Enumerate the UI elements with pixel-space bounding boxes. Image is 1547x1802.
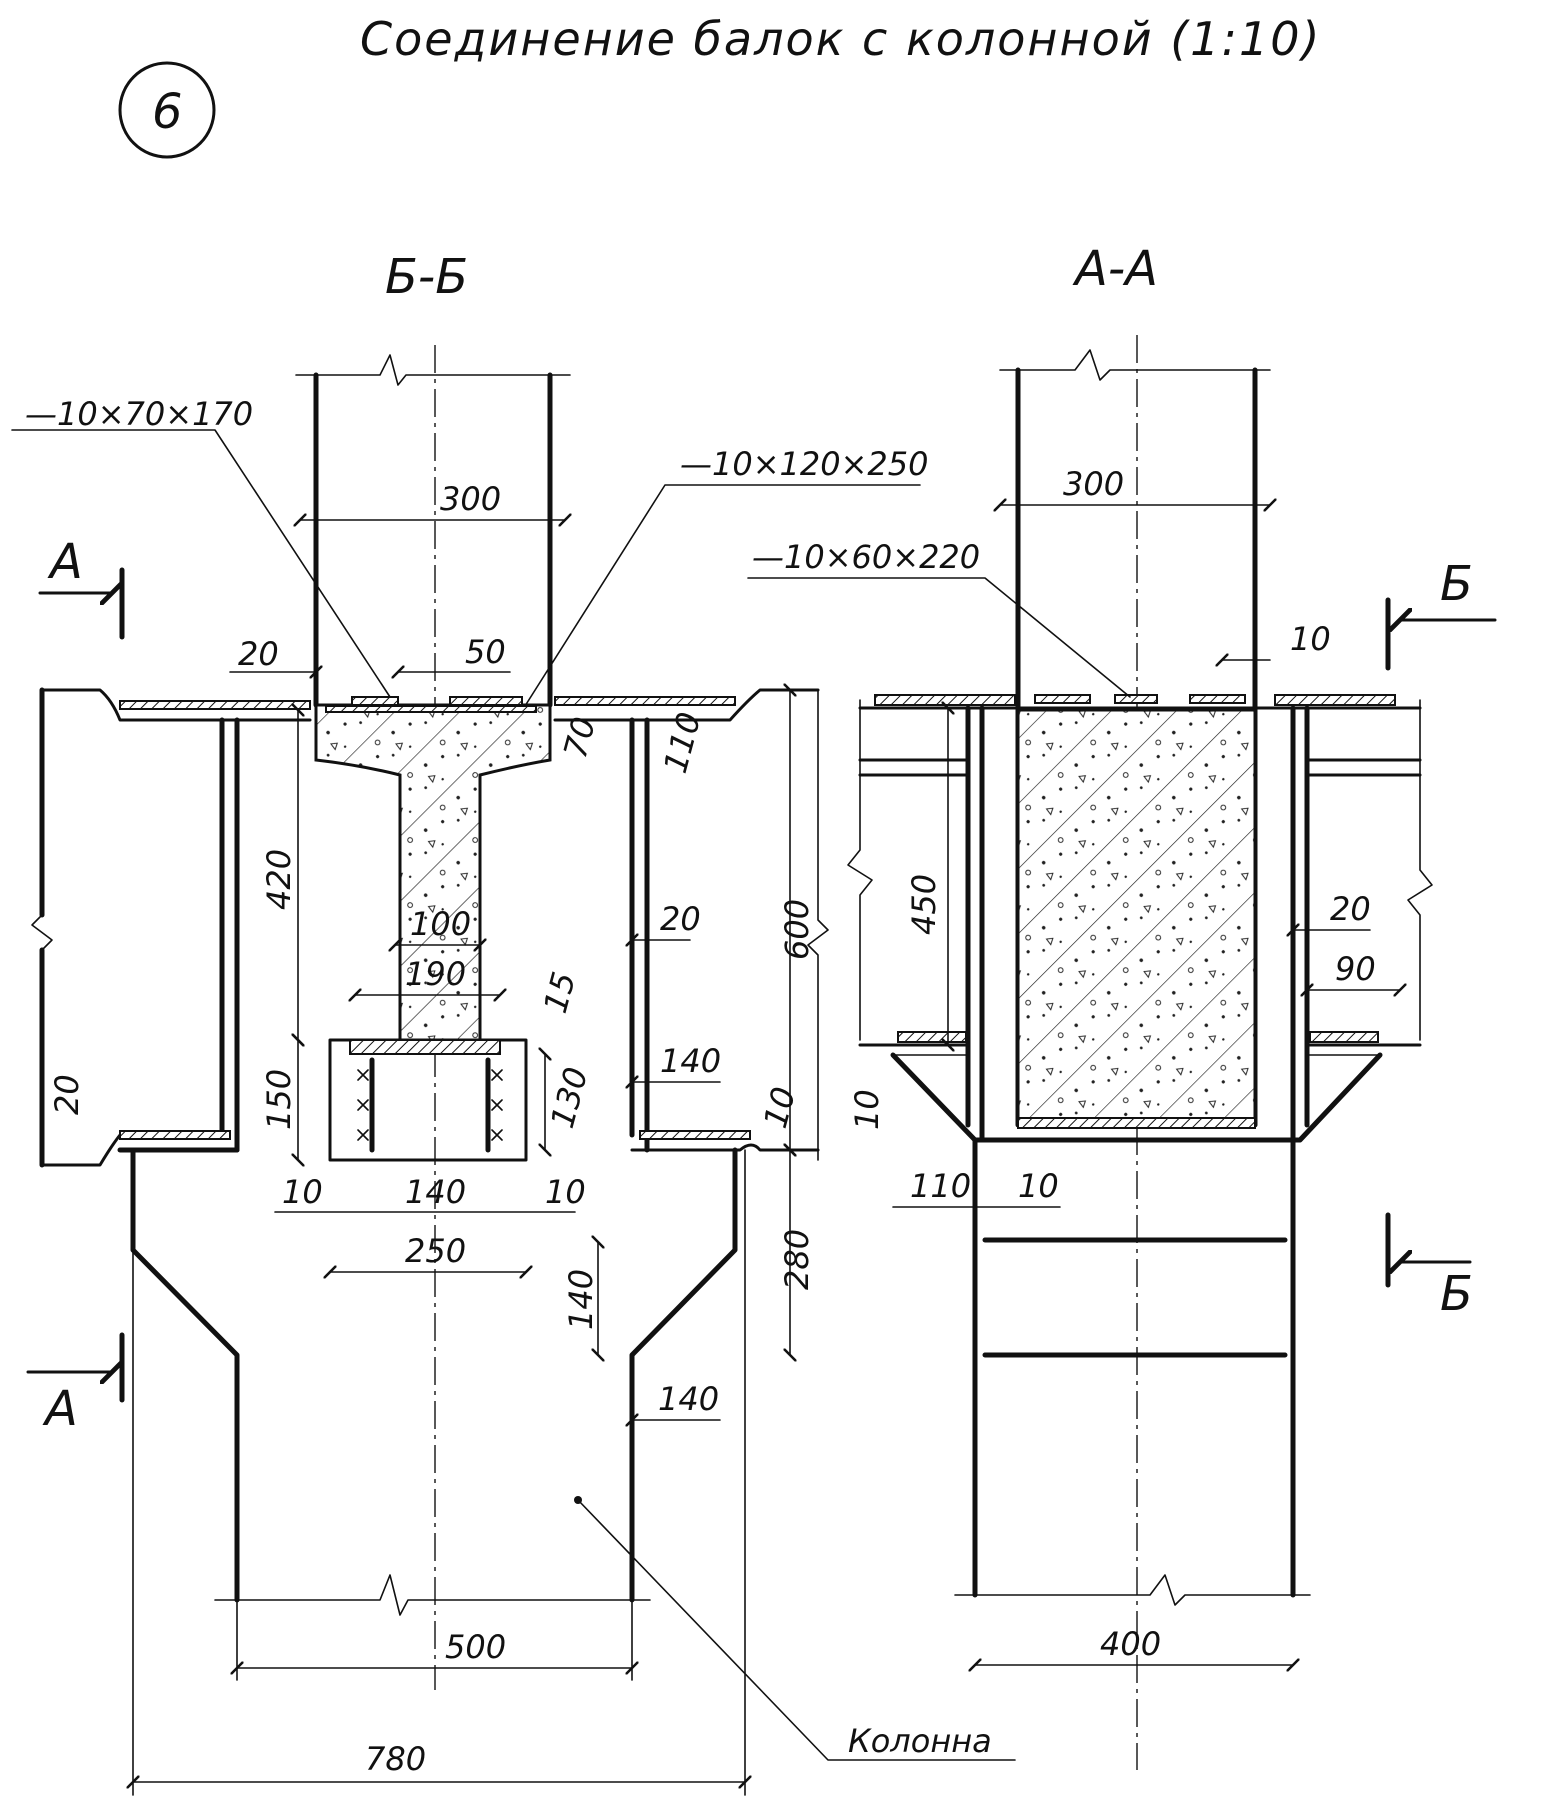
bb-dim-600: 600 <box>778 899 816 960</box>
bb-right-bottom-plate <box>639 1130 751 1140</box>
aa-dim-300: 300 <box>1063 465 1124 503</box>
label-column: Колонна <box>848 1722 992 1760</box>
bb-plate-10x120x250 <box>325 705 537 713</box>
drawing-title: Соединение балок с колонной (1:10) <box>360 12 1321 66</box>
aa-plate-10x60x220-a <box>1034 694 1091 704</box>
bb-left-beam-top-plate <box>119 700 311 710</box>
bb-left-beam-break <box>31 914 53 951</box>
bb-dim-280: 280 <box>778 1229 816 1290</box>
bb-dim-150: 150 <box>260 1069 298 1130</box>
aa-dim-10-top: 10 <box>1290 620 1331 658</box>
aa-plate-10x60x220-b <box>1114 694 1158 704</box>
bb-column-right-haunch <box>629 1147 738 1603</box>
bb-left-bottom-plate <box>119 1130 231 1140</box>
bb-dim-300: 300 <box>440 480 501 518</box>
aa-right-break <box>1407 699 1433 1041</box>
bb-right-beam-break <box>807 689 829 1161</box>
bb-left-beam-top <box>40 688 312 722</box>
bb-upper-break <box>295 354 571 386</box>
label-plate-p1: —10×70×170 <box>25 395 253 433</box>
leader-plate-p3 <box>747 577 1131 698</box>
bb-cap-welds <box>357 1069 503 1141</box>
cut-a-bottom-label: А <box>42 1381 78 1437</box>
bb-lower-break <box>214 1574 651 1616</box>
bb-dim-50: 50 <box>465 633 506 671</box>
bb-dim-190: 190 <box>405 955 466 993</box>
bb-right-beam-bottom <box>630 1143 820 1152</box>
aa-left-beam-top-plate <box>874 694 1016 706</box>
bb-dim-20-top: 20 <box>238 635 279 673</box>
section-aa-label: А-А <box>1072 241 1158 297</box>
bb-dim-140-beam: 140 <box>660 1042 721 1080</box>
cut-a-top-label: А <box>47 534 83 590</box>
bb-dim-100: 100 <box>410 905 471 943</box>
aa-dim-10-side: 10 <box>848 1089 886 1130</box>
aa-right-lower-plate <box>1309 1031 1379 1043</box>
bb-dim-10-beam: 10 <box>756 1083 803 1132</box>
aa-upper-break <box>999 349 1271 381</box>
bb-dim-140-bottom: 140 <box>405 1173 466 1211</box>
bb-column-left-haunch <box>130 1147 240 1603</box>
leader-column <box>577 1499 1016 1761</box>
bb-dim-500: 500 <box>445 1628 506 1666</box>
bb-dim-130: 130 <box>543 1063 596 1132</box>
bb-lower-cap-box <box>328 1038 528 1162</box>
leader-plate-p1 <box>11 429 391 698</box>
aa-left-lower-plate <box>897 1031 967 1043</box>
aa-dim-450: 450 <box>905 874 943 935</box>
label-plate-p3: —10×60×220 <box>752 538 980 576</box>
bb-dim-20-mid: 20 <box>660 900 701 938</box>
cut-b-bottom-label: Б <box>1440 1266 1473 1322</box>
cut-mark-a-top: А <box>38 534 125 640</box>
bb-dim-10-right: 10 <box>545 1173 586 1211</box>
aa-dim-10-bottom: 10 <box>1018 1167 1059 1205</box>
cut-mark-b-bottom: Б <box>1385 1212 1473 1322</box>
bb-dim-140-col: 140 <box>658 1380 719 1418</box>
cut-mark-b-top: Б <box>1385 556 1497 671</box>
bb-dim-20-left: 20 <box>48 1074 86 1115</box>
bb-dim-420: 420 <box>260 849 298 910</box>
bb-dim-250: 250 <box>405 1232 466 1270</box>
bb-right-beam-top <box>553 688 820 722</box>
aa-bottom-plate <box>1017 1117 1256 1129</box>
sheet-mark: 6 <box>118 61 216 159</box>
bb-right-beam-top-plate <box>554 696 736 706</box>
aa-dim-400: 400 <box>1100 1625 1161 1663</box>
bb-lower-cap-plate <box>349 1039 501 1055</box>
sheet-mark-number: 6 <box>152 84 183 140</box>
section-aa: А-А <box>747 241 1497 1770</box>
cut-b-top-label: Б <box>1440 556 1473 612</box>
bb-dim-15: 15 <box>536 968 583 1017</box>
cut-mark-a-bottom: А <box>26 1332 125 1437</box>
aa-dim-90: 90 <box>1335 950 1376 988</box>
aa-lower-break <box>954 1574 1311 1606</box>
leader-column-dot <box>574 1496 582 1504</box>
aa-plate-10x60x220-c <box>1189 694 1246 704</box>
section-bb: Б-Б <box>11 249 1016 1796</box>
aa-concrete-fill <box>1016 708 1257 1122</box>
bb-plate-10x70x170-b <box>449 696 523 706</box>
aa-left-break <box>847 699 873 1041</box>
bb-plate-10x70x170-a <box>351 696 399 706</box>
bb-dim-10-left: 10 <box>282 1173 323 1211</box>
bb-dim-140-haunch: 140 <box>562 1269 600 1330</box>
leader-plate-p2 <box>524 484 921 707</box>
aa-dim-20: 20 <box>1330 890 1371 928</box>
aa-right-beam-top-plate <box>1274 694 1396 706</box>
bb-dim-780: 780 <box>365 1740 426 1778</box>
aa-dim-110: 110 <box>910 1167 971 1205</box>
aa-corbel-outline <box>890 1052 1383 1143</box>
section-bb-label: Б-Б <box>385 249 468 305</box>
label-plate-p2: —10×120×250 <box>680 445 929 483</box>
